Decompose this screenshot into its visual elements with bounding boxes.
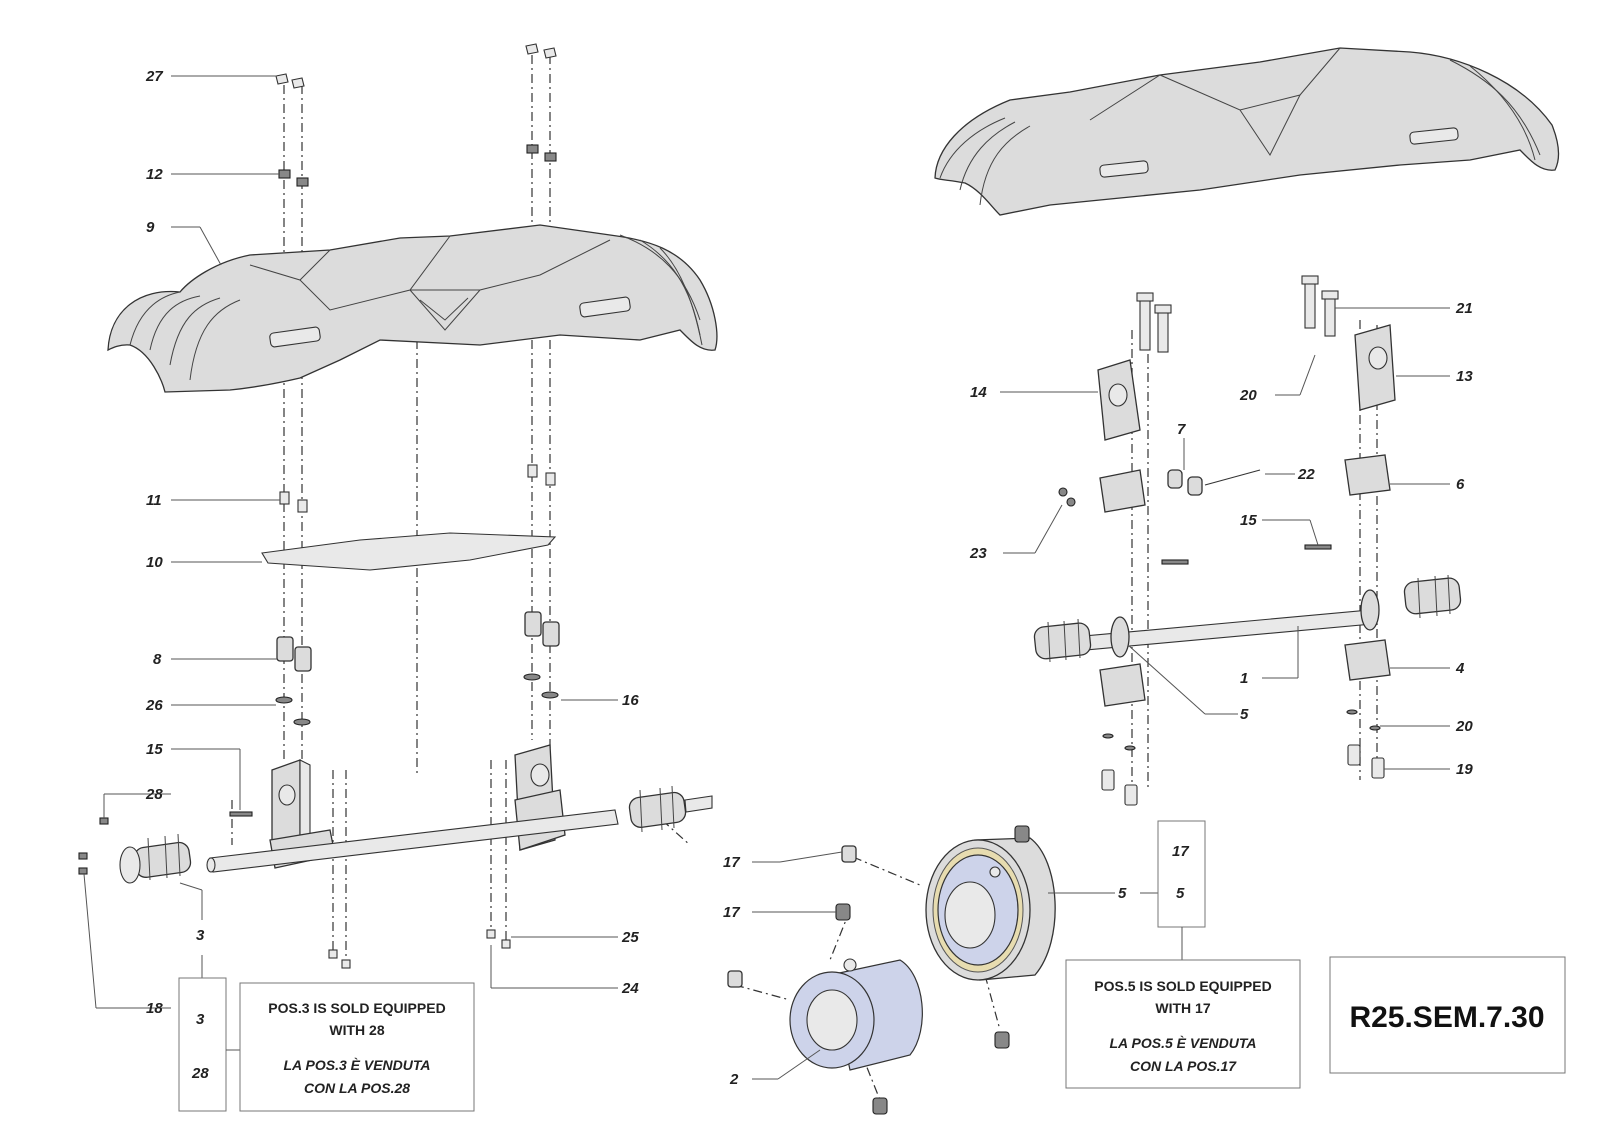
fastener-part-27	[275, 43, 557, 89]
right-assembly: 21 20 13 14 7 22 6 23 15 1 4 5 20 19	[934, 47, 1560, 806]
housing-part-6-7	[1058, 454, 1391, 513]
callout-3: 3	[196, 927, 205, 944]
callout-21: 21	[1455, 300, 1473, 317]
setscrew-part-17	[727, 825, 1030, 1115]
callout-1: 1	[1240, 670, 1248, 687]
callouts-right: 21 20 13 14 7 22 6 23 15 1 4 5 20 19	[969, 300, 1473, 778]
leaders-detail	[752, 851, 1158, 1080]
cover-part-9	[107, 224, 718, 393]
callout-19: 19	[1456, 761, 1473, 778]
callout-8: 8	[153, 651, 162, 668]
spacer-part-11	[279, 464, 556, 513]
kit-right-note-it-2: CON LA POS.17	[1130, 1058, 1237, 1074]
kit-left-note-en-1: POS.3 IS SOLD EQUIPPED	[268, 1000, 445, 1016]
callout-6: 6	[1456, 476, 1465, 493]
callouts-detail: 17 17 2 5	[723, 854, 1127, 1088]
screws-left	[78, 811, 511, 969]
bolt-part-21	[1136, 275, 1339, 353]
callout-12: 12	[146, 166, 163, 183]
shaft-assembly-left	[119, 785, 713, 884]
kit-right-note-en-2: WITH 17	[1155, 1000, 1210, 1016]
nut-part-12	[278, 144, 557, 187]
callout-13: 13	[1456, 368, 1473, 385]
washer-part-26-16	[275, 673, 559, 726]
kit-left-note-it-2: CON LA POS.28	[304, 1080, 410, 1096]
callout-5-detail: 5	[1118, 885, 1127, 902]
callout-26: 26	[145, 697, 163, 714]
shaft-part-1	[1033, 574, 1462, 663]
kit-box-right: 17 5 POS.5 IS SOLD EQUIPPED WITH 17 LA P…	[1065, 820, 1301, 1089]
insert-part-2	[789, 958, 923, 1071]
kit-right-note-en-1: POS.5 IS SOLD EQUIPPED	[1094, 978, 1271, 994]
bearing-detail: 17 17 2 5 17 5 POS.5 IS SOLD EQUIPPED WI…	[723, 820, 1301, 1115]
callout-17-upper: 17	[723, 854, 740, 871]
drawing-code-box: R25.SEM.7.30	[1329, 956, 1566, 1074]
kit-right-note-it-1: LA POS.5 È VENDUTA	[1109, 1035, 1256, 1051]
bracket-part-14-13	[1097, 324, 1396, 441]
callout-7: 7	[1177, 421, 1186, 438]
callout-10: 10	[146, 554, 163, 571]
kit-left-item-3: 3	[196, 1011, 205, 1028]
callout-24: 24	[621, 980, 639, 997]
housing-part-4-5	[1099, 639, 1391, 707]
kit-right-item-5: 5	[1176, 885, 1185, 902]
damper-part-8	[276, 611, 560, 672]
callout-20-upper: 20	[1239, 387, 1257, 404]
bearing-part-5	[925, 837, 1056, 981]
callout-18: 18	[146, 1000, 163, 1017]
callout-5-right: 5	[1240, 706, 1249, 723]
plate-part-10	[261, 532, 557, 571]
callout-14: 14	[970, 384, 987, 401]
kit-left-note-en-2: WITH 28	[329, 1022, 384, 1038]
callout-2: 2	[729, 1071, 739, 1088]
leaders-left	[83, 75, 618, 1009]
callout-17-lower: 17	[723, 904, 740, 921]
callout-15-left: 15	[146, 741, 163, 758]
callout-11: 11	[146, 492, 162, 509]
callout-9: 9	[146, 219, 155, 236]
key-part-15-right	[1161, 544, 1332, 565]
callout-16: 16	[622, 692, 639, 709]
leaders-right	[1000, 307, 1450, 770]
callout-22: 22	[1297, 466, 1315, 483]
kit-left-note-it-1: LA POS.3 È VENDUTA	[283, 1057, 430, 1073]
callout-20-lower: 20	[1455, 718, 1473, 735]
callout-25: 25	[621, 929, 639, 946]
callout-4: 4	[1455, 660, 1465, 677]
callouts-left: 27 12 9 11 10 8 26 16 15 28 3 18 25 24	[145, 68, 639, 1017]
kit-right-item-17: 17	[1172, 843, 1189, 860]
left-assembly: 27 12 9 11 10 8 26 16 15 28 3 18 25 24 3…	[78, 43, 718, 1112]
callout-28: 28	[145, 786, 163, 803]
callout-23: 23	[969, 545, 987, 562]
drawing-code: R25.SEM.7.30	[1349, 1001, 1544, 1034]
cover-top-right	[934, 47, 1560, 216]
callout-27: 27	[145, 68, 163, 85]
kit-left-item-28: 28	[191, 1065, 209, 1082]
bolt-part-19	[1101, 709, 1385, 806]
callout-15-right: 15	[1240, 512, 1257, 529]
kit-box-left: 3 28 POS.3 IS SOLD EQUIPPED WITH 28 LA P…	[178, 977, 475, 1112]
